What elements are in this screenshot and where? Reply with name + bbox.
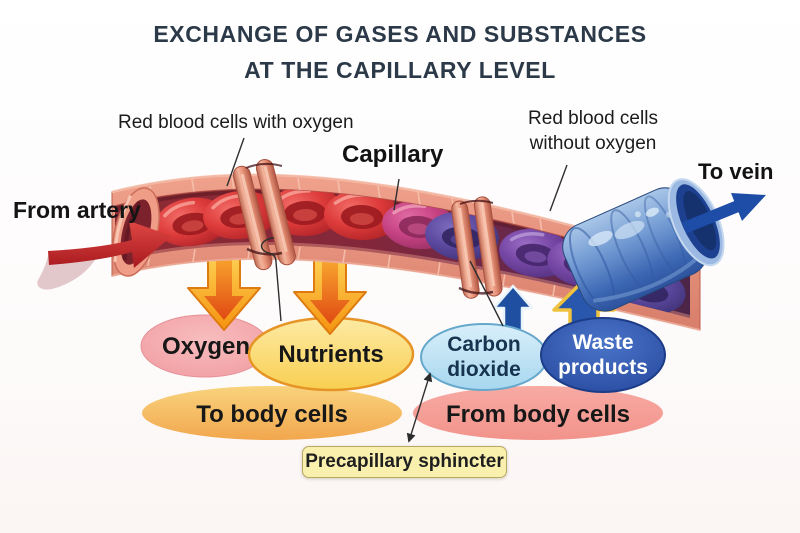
label-capillary: Capillary <box>342 141 444 168</box>
waste-products-label-line2: products <box>558 356 648 379</box>
precapillary-sphincter-box: Precapillary sphincter <box>302 446 507 478</box>
carbon-dioxide-label-line2: dioxide <box>447 358 521 381</box>
pointer-sphincter-left <box>260 237 282 322</box>
title-line1: EXCHANGE OF GASES AND SUBSTANCES <box>153 21 647 47</box>
sphincter-band-right <box>451 196 503 299</box>
waste-products-oval: Waste products <box>540 317 666 393</box>
page-title: EXCHANGE OF GASES AND SUBSTANCES AT THE … <box>0 16 800 88</box>
pointer-rbc-without-oxygen <box>549 164 568 212</box>
pointer-lines <box>226 137 568 443</box>
label-rbc-with-oxygen: Red blood cells with oxygen <box>118 112 354 133</box>
capillary-vessel <box>111 158 701 331</box>
title-line2: AT THE CAPILLARY LEVEL <box>244 57 556 83</box>
nutrients-oval: Nutrients <box>247 316 415 392</box>
label-rbc-without-oxygen: Red blood cells without oxygen <box>528 108 658 154</box>
pointer-rbc-with-oxygen <box>226 137 245 187</box>
label-from-artery: From artery <box>13 197 141 223</box>
to-vein-arrow-icon <box>681 193 766 234</box>
carbon-dioxide-oval: Carbon dioxide <box>420 323 548 391</box>
to-body-cells-label: To body cells <box>196 401 348 428</box>
from-body-cells-label: From body cells <box>446 401 630 428</box>
from-body-cells-oval: From body cells <box>413 386 663 440</box>
waste-products-label-line1: Waste <box>572 331 633 354</box>
pointer-sphincter-right <box>469 260 504 327</box>
oxygen-oval: Oxygen <box>140 314 270 378</box>
oxygen-label: Oxygen <box>162 333 250 360</box>
pointer-sphincter-box-arrow <box>406 372 433 443</box>
nutrients-label: Nutrients <box>278 341 383 368</box>
carbon-dioxide-label-line1: Carbon <box>447 333 521 356</box>
label-to-vein: To vein <box>698 159 774 184</box>
pointer-capillary <box>393 178 400 211</box>
artery-arrow-icon <box>37 221 172 290</box>
to-body-cells-oval: To body cells <box>142 386 402 440</box>
